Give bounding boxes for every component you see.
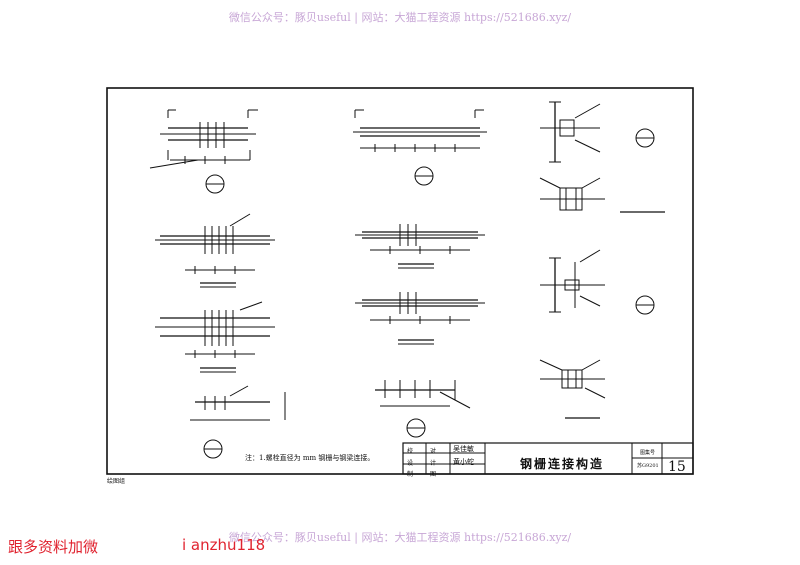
detail-6-6-plan (539, 359, 606, 419)
detail-column-2-bottom (375, 380, 471, 438)
section-5-5 (540, 101, 655, 163)
promo-text-left: 跟多资料加微 (8, 538, 99, 556)
title-block-row-3-label: 制 (407, 471, 414, 478)
page-number: 15 (668, 459, 686, 475)
watermark-bottom: 微信公众号：豚贝useful | 网站：大猫工程资源 https://52168… (228, 531, 572, 544)
drawing-note: 注：1.螺栓直径为 mm 钢栅与钢梁连接。 (245, 454, 375, 462)
section-3-3 (355, 224, 485, 269)
title-block-grid (402, 442, 694, 475)
section-6-6 (540, 249, 655, 315)
promo-text-right: i anzhu118 (182, 536, 266, 554)
detail-5-5-plan (539, 177, 665, 213)
title-block-row-2-label: 设 (407, 460, 414, 467)
detail-bottom-left (190, 385, 286, 459)
title-block-side-label: 图集号 (640, 450, 656, 456)
drawing-frame (106, 87, 694, 475)
section-4-4 (355, 292, 485, 345)
title-block-row-2-sub: 计 (430, 460, 437, 467)
corner-mark: 绘图组 (107, 478, 126, 485)
title-block-value-1: 吴佳敏 (453, 445, 474, 453)
title-block-row-1-sub: 对 (430, 448, 437, 455)
section-2-2 (155, 301, 275, 373)
section-1-1 (155, 213, 275, 288)
title-block-side-code: 苏G9201 (637, 463, 659, 469)
drawing-title: 钢栅连接构造 (520, 457, 605, 471)
title-block-value-2: 黄小蛇 (453, 458, 474, 466)
detail-2-elevation (353, 109, 487, 186)
detail-1-elevation (149, 109, 258, 194)
title-block-row-1-label: 校 (407, 448, 414, 455)
watermark-top: 微信公众号：豚贝useful | 网站：大猫工程资源 https://52168… (228, 11, 572, 24)
title-block-row-3-sub: 图 (430, 471, 437, 478)
